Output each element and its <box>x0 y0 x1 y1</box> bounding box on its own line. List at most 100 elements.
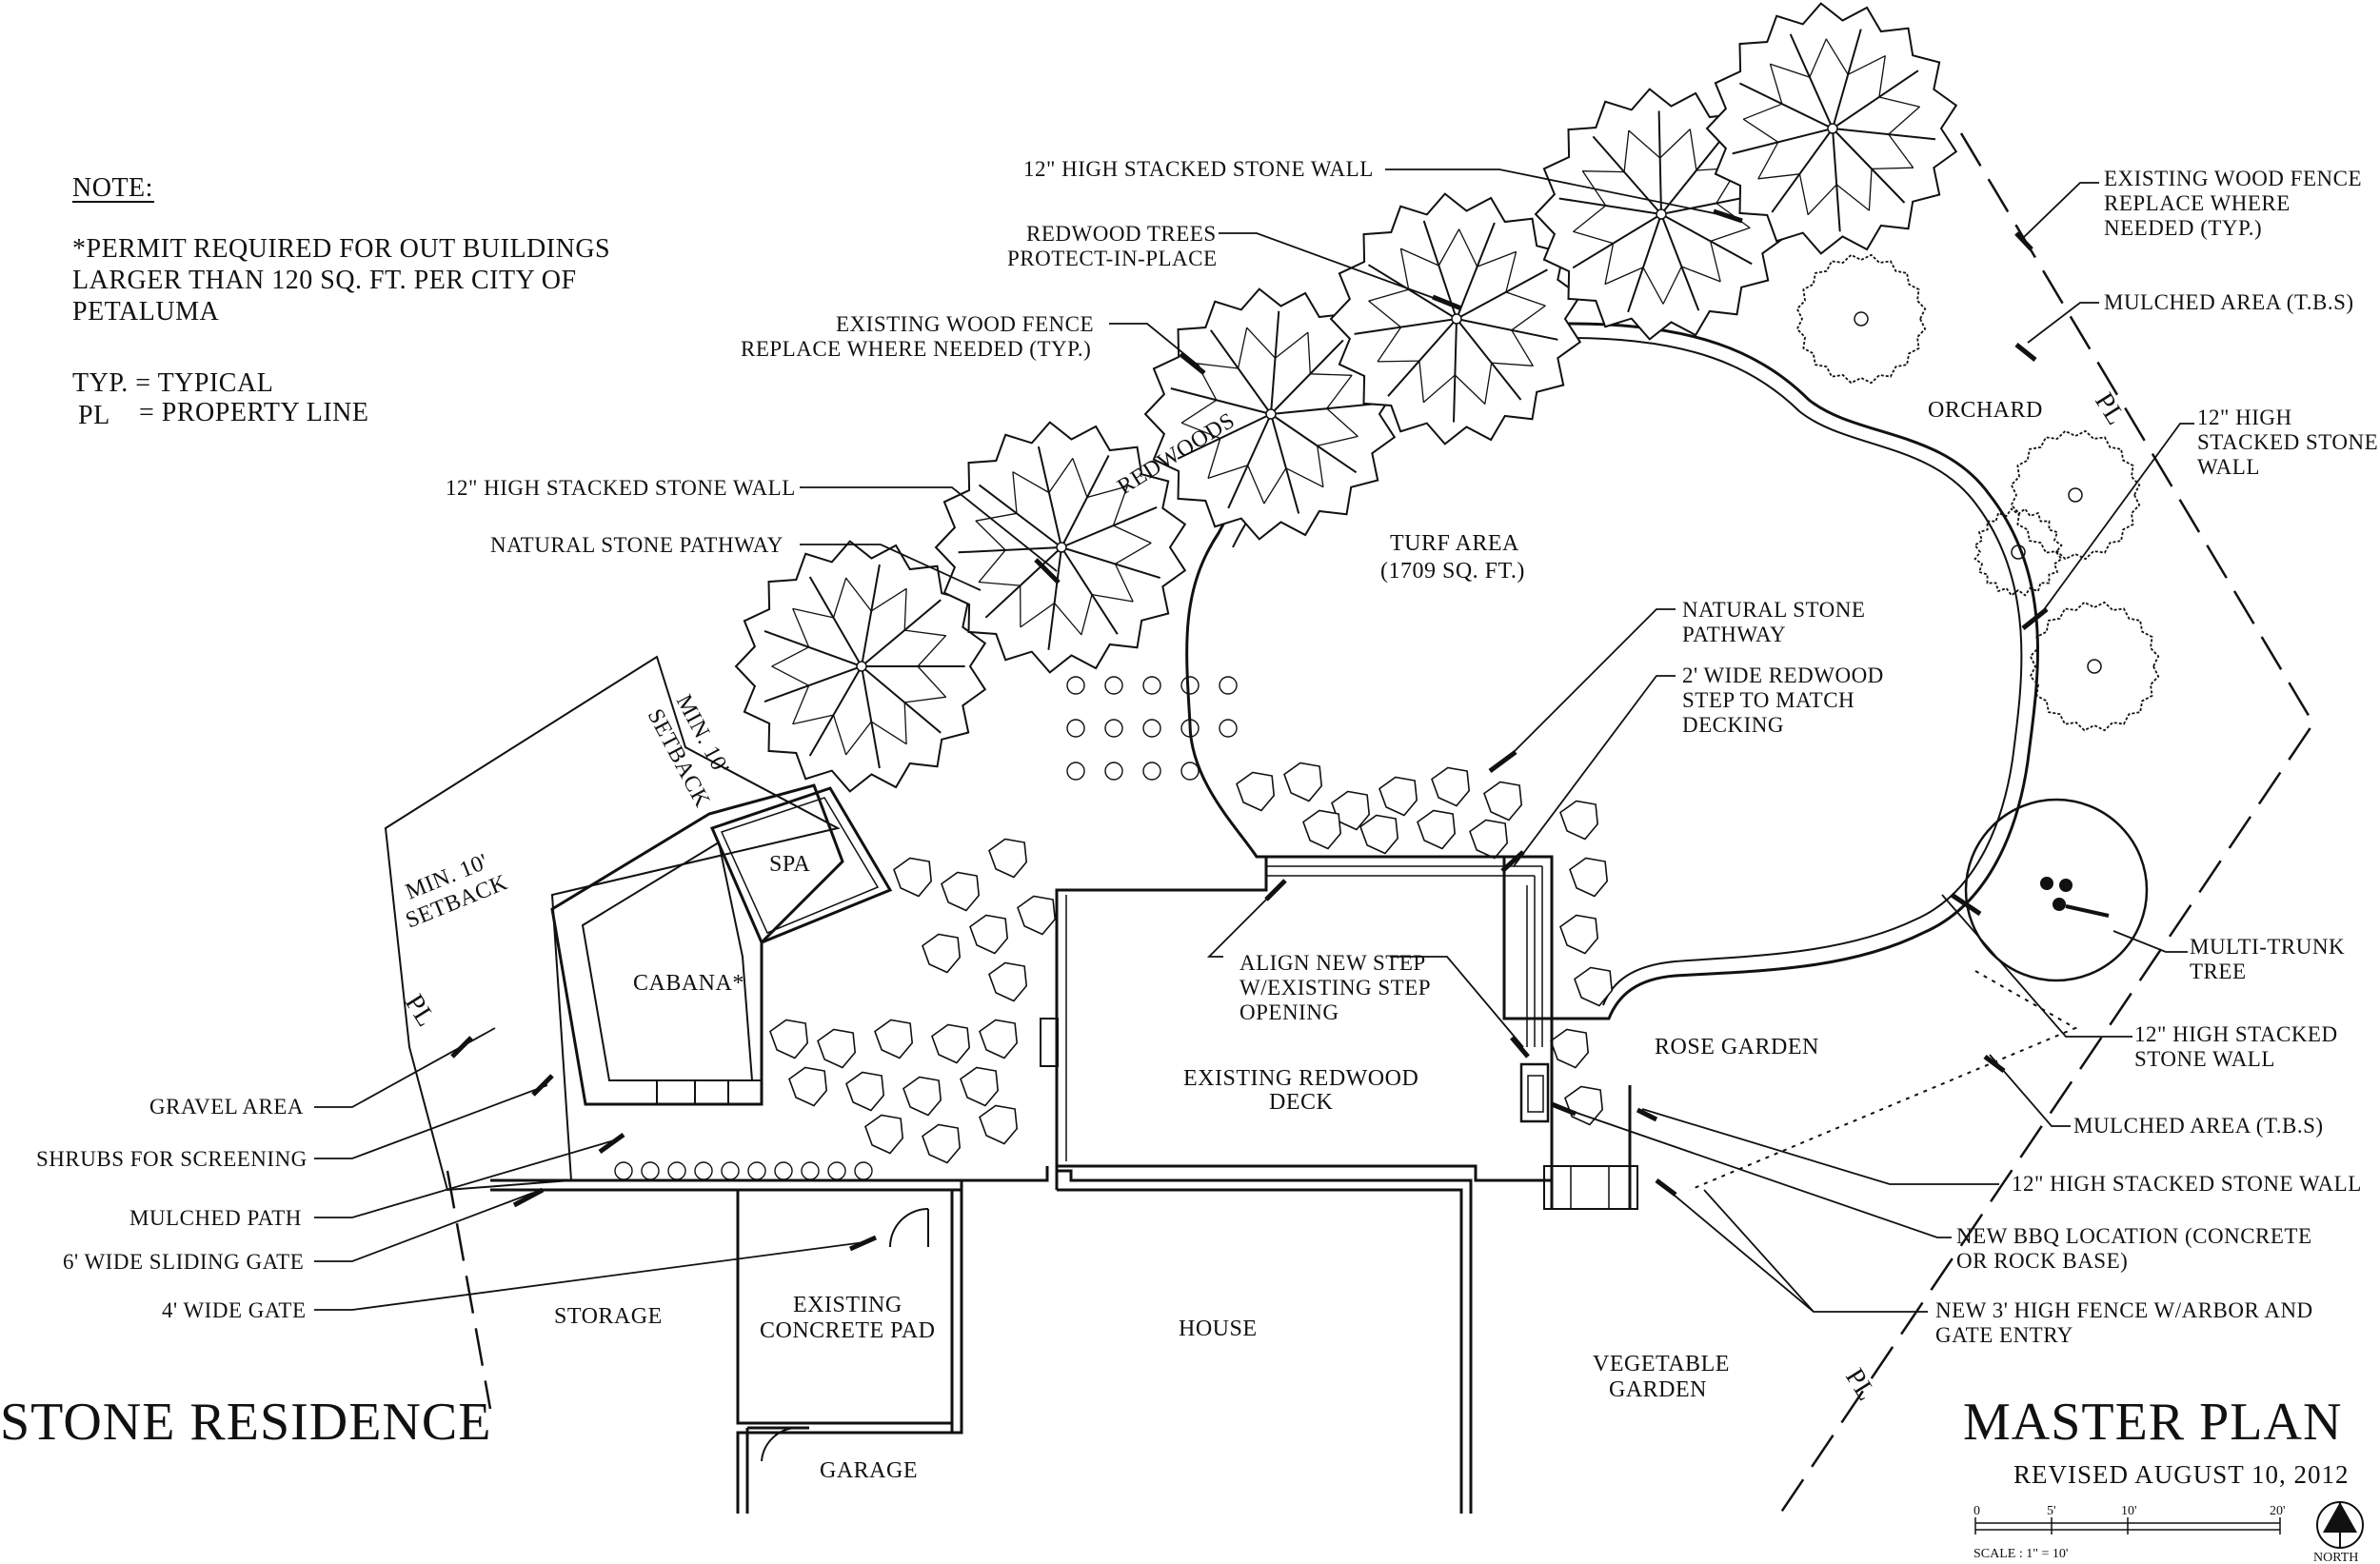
center-labels: NATURAL STONE PATHWAY 2' WIDE REDWOOD ST… <box>1240 598 1884 1024</box>
orchard-tree <box>1795 253 1927 385</box>
mulch-shrub <box>774 1161 793 1180</box>
label-fence-arbor-1: NEW 3' HIGH FENCE W/ARBOR AND <box>1935 1298 2313 1322</box>
left-labels: 12" HIGH STACKED STONE WALL NATURAL STON… <box>36 476 796 1322</box>
paver-stone <box>979 1019 1019 1059</box>
pad-label-1: EXISTING <box>793 1293 902 1317</box>
redwood-tree <box>1534 88 1787 341</box>
deck-label-1: EXISTING REDWOOD <box>1183 1066 1418 1091</box>
label-multi-trunk-1: MULTI-TRUNK <box>2190 935 2345 959</box>
paver-stone <box>1559 914 1599 955</box>
paver-stone <box>1331 790 1371 831</box>
mulch-shrub <box>827 1161 846 1180</box>
label-redwood-step-1: 2' WIDE REDWOOD <box>1682 663 1884 687</box>
mulch-shrub <box>747 1161 766 1180</box>
mulch-shrub <box>854 1161 873 1180</box>
paver-stone <box>902 1076 942 1117</box>
redwood-tree <box>1329 192 1582 445</box>
paver-stone <box>1017 895 1057 936</box>
paver-stone <box>922 933 962 974</box>
label-fence-arbor-2: GATE ENTRY <box>1935 1323 2073 1347</box>
leader-lines <box>314 168 2194 1313</box>
mulch-shrub <box>1066 762 1085 781</box>
paver-stone <box>1574 966 1614 1007</box>
notes-block: NOTE: *PERMIT REQUIRED FOR OUT BUILDINGS… <box>72 173 610 430</box>
label-shrubs-screening: SHRUBS FOR SCREENING <box>36 1147 307 1171</box>
label-stone-pathway-center-1: NATURAL STONE <box>1682 598 1865 622</box>
label-stone-wall-right-1: 12" HIGH <box>2197 406 2292 429</box>
paver-stone <box>969 914 1009 955</box>
paver-stone <box>845 1071 885 1112</box>
paver-stone <box>1569 857 1609 898</box>
paver-stone <box>1559 800 1599 841</box>
north-label: NORTH <box>2313 1551 2358 1564</box>
right-labels: EXISTING WOOD FENCE REPLACE WHERE NEEDED… <box>1935 167 2378 1347</box>
revised-date: REVISED AUGUST 10, 2012 <box>2013 1460 2350 1489</box>
garage-label: GARAGE <box>820 1458 918 1483</box>
label-stone-wall-right-2: STACKED STONE <box>2197 430 2378 454</box>
north-arrow-icon: NORTH <box>2313 1501 2364 1564</box>
orchard-trees <box>1795 253 2160 732</box>
label-stone-wall-left: 12" HIGH STACKED STONE WALL <box>446 476 796 500</box>
redwood-tree <box>1705 2 1958 255</box>
paver-stone <box>1378 776 1418 817</box>
top-labels: 12" HIGH STACKED STONE WALL REDWOOD TREE… <box>741 157 1373 361</box>
scale-tick-0: 0 <box>1973 1504 1980 1518</box>
orchard-tree <box>1973 507 2063 597</box>
note-typ: TYP. = TYPICAL <box>72 368 273 398</box>
redwood-tree <box>734 540 987 793</box>
orchard-label: ORCHARD <box>1928 398 2043 423</box>
mulched-area-fence <box>1689 970 2078 1191</box>
paver-stone <box>893 857 933 898</box>
mulch-shrub <box>1219 676 1238 695</box>
turf-label: TURF AREA <box>1390 531 1519 556</box>
paver-stone <box>988 961 1028 1002</box>
label-bbq-2: OR ROCK BASE) <box>1956 1249 2128 1273</box>
label-redwood-step-3: DECKING <box>1682 713 1784 737</box>
mulch-shrub <box>614 1161 633 1180</box>
label-4ft-gate: 4' WIDE GATE <box>162 1298 307 1322</box>
paver-stone <box>788 1066 828 1107</box>
paver-stone <box>769 1019 809 1059</box>
label-stone-wall-mid-1: 12" HIGH STACKED <box>2134 1022 2338 1046</box>
label-mulched-area-top: MULCHED AREA (T.B.S) <box>2104 290 2354 314</box>
deck-label-2: DECK <box>1269 1090 1334 1115</box>
orchard-tree <box>2010 429 2141 561</box>
house-label: HOUSE <box>1179 1317 1258 1341</box>
mulch-shrub <box>1180 676 1200 695</box>
orchard-tree <box>2029 601 2160 732</box>
redwood-trees <box>734 2 1958 793</box>
paver-stone <box>1469 819 1509 860</box>
mulch-shrub <box>1104 762 1123 781</box>
label-align-step-2: W/EXISTING STEP <box>1240 976 1431 1000</box>
label-redwood-step-2: STEP TO MATCH <box>1682 688 1854 712</box>
label-multi-trunk-2: TREE <box>2190 960 2247 983</box>
mulch-shrub <box>1066 676 1085 695</box>
bbq-and-arbor <box>1519 1045 1638 1210</box>
paver-stone <box>1302 809 1342 850</box>
note-line-2: LARGER THAN 120 SQ. FT. PER CITY OF <box>72 266 577 295</box>
label-stone-wall-right-3: WALL <box>2197 455 2260 479</box>
mulch-shrub <box>1219 719 1238 738</box>
paver-stone <box>931 1023 971 1064</box>
paver-stone <box>864 1114 904 1155</box>
paver-stone <box>1359 814 1399 855</box>
label-align-step-1: ALIGN NEW STEP <box>1240 951 1426 975</box>
sheet-title: MASTER PLAN <box>1963 1393 2342 1452</box>
label-stone-pathway-left: NATURAL STONE PATHWAY <box>490 533 783 557</box>
project-title: STONE RESIDENCE <box>0 1393 491 1452</box>
property-line <box>446 132 2315 1515</box>
label-mulched-path: MULCHED PATH <box>129 1206 302 1230</box>
label-wood-fence-top-2: REPLACE WHERE NEEDED (TYP.) <box>741 337 1091 361</box>
mulch-shrub <box>721 1161 740 1180</box>
label-wood-fence-top-1: EXISTING WOOD FENCE <box>836 312 1094 336</box>
note-pl: = PROPERTY LINE <box>139 398 368 427</box>
mulch-shrub <box>641 1161 660 1180</box>
pl-symbol: PL <box>78 401 110 430</box>
spa-label: SPA <box>769 852 810 877</box>
label-sliding-gate: 6' WIDE SLIDING GATE <box>63 1250 304 1274</box>
label-redwood-trees: REDWOOD TREES <box>1026 222 1217 246</box>
cabana-label: CABANA* <box>633 971 744 996</box>
paver-stone <box>1431 766 1471 807</box>
pl-marker-2: PL <box>1839 1363 1881 1406</box>
mulch-shrub <box>801 1161 820 1180</box>
